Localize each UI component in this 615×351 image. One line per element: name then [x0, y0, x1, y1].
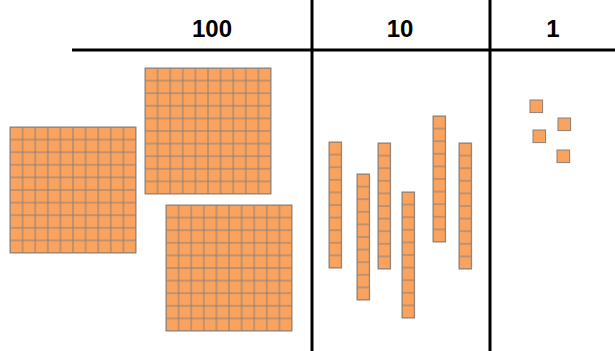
ten-rod [357, 174, 370, 300]
column-header: 100 [192, 17, 232, 41]
ten-rod [459, 143, 472, 269]
ten-rod [329, 142, 342, 268]
unit-cube [557, 150, 570, 163]
ten-rod [378, 143, 391, 269]
column-header: 10 [387, 17, 414, 41]
column-divider [311, 0, 314, 351]
header-rule [72, 49, 615, 52]
hundred-flat [145, 68, 271, 194]
hundred-flat [10, 127, 136, 253]
column-divider [489, 0, 492, 351]
unit-cube [530, 100, 543, 113]
hundred-flat [166, 205, 292, 331]
ten-rod [433, 116, 446, 242]
column-header: 1 [546, 17, 559, 41]
unit-cube [533, 130, 546, 143]
unit-cube [558, 118, 571, 131]
ten-rod [402, 192, 415, 318]
